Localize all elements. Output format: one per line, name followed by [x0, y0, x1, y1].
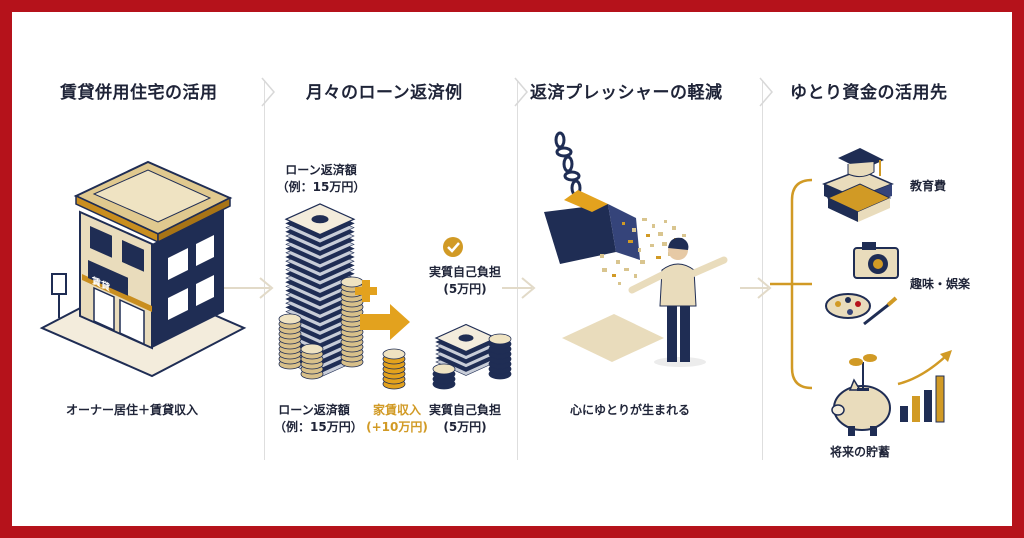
loan-amount-bottom-example: （例：15万円）	[274, 420, 363, 434]
coin-icon	[340, 276, 364, 288]
loan-amount-bottom-label: ローン返済額	[278, 403, 350, 417]
divider-2	[517, 80, 518, 460]
section-header-rental-housing: 賃貸併用住宅の活用	[60, 83, 218, 103]
divider-3	[762, 80, 763, 460]
divider-1	[264, 80, 265, 460]
coin-icon	[278, 313, 302, 325]
rent-income: 家賃収入 (+10万円)	[360, 402, 434, 436]
chevron-right-icon	[261, 77, 275, 107]
graduation-books-icon	[822, 148, 894, 222]
loan-amount-top-label: ローン返済額	[285, 163, 357, 177]
use-savings-label: 将来の貯蓄	[830, 445, 891, 459]
section-header-pressure-relief: 返済プレッシャーの軽減	[530, 83, 723, 103]
burden-bottom-label: 実質自己負担	[428, 403, 501, 417]
use-hobby-label: 趣味・娯楽	[910, 277, 971, 291]
burden-top-amount: (5万円)	[443, 282, 487, 296]
burden-top: 実質自己負担 (5万円)	[424, 264, 506, 298]
growth-chart-icon	[897, 350, 952, 423]
rent-income-label: 家賃収入	[372, 403, 421, 417]
rent-income-amount: (+10万円)	[366, 420, 428, 434]
illustration-layer	[39, 77, 952, 436]
arrow-right-icon	[757, 277, 772, 299]
pressure-relief-illustration	[544, 131, 728, 367]
piggy-bank-icon	[831, 354, 891, 436]
arrow-right-icon	[259, 277, 274, 299]
rental-building-illustration	[39, 160, 247, 378]
loan-amount-top-example: （例：15万円）	[276, 180, 366, 194]
infographic-frame: 賃貸併用住宅の活用 月々のローン返済例 返済プレッシャーの軽減 ゆとり資金の活用…	[12, 12, 1012, 526]
check-icon	[443, 237, 463, 257]
chevron-right-icon	[514, 77, 528, 107]
burden-top-label: 実質自己負担	[428, 265, 501, 279]
use-education-label: 教育費	[910, 179, 947, 193]
arrow-right-icon	[521, 277, 536, 299]
caption-owner-rental-income: オーナー居住＋賃貸収入	[66, 403, 199, 417]
coin-icon	[300, 343, 324, 355]
coin-icon	[432, 363, 456, 375]
burden-stack	[432, 323, 512, 390]
caption-peace-of-mind: 心にゆとりが生まれる	[570, 403, 691, 417]
loan-amount-bottom: ローン返済額 （例：15万円）	[274, 402, 363, 436]
coin-icon	[488, 333, 512, 345]
coin-stacks	[278, 276, 364, 380]
uses-bracket	[770, 178, 813, 390]
chevron-right-icon	[759, 77, 773, 107]
burden-bottom: 実質自己負担 (5万円)	[424, 402, 506, 436]
burden-bottom-amount: (5万円)	[443, 420, 487, 434]
rent-income-arrow	[355, 280, 410, 340]
camera-palette-icon	[825, 242, 899, 326]
coin-icon	[382, 348, 406, 360]
section-header-fund-uses: ゆとり資金の活用先	[790, 83, 948, 103]
rent-coin-stack	[382, 348, 406, 390]
section-header-monthly-loan: 月々のローン返済例	[306, 83, 463, 103]
loan-amount-top: ローン返済額 （例：15万円）	[276, 162, 366, 196]
